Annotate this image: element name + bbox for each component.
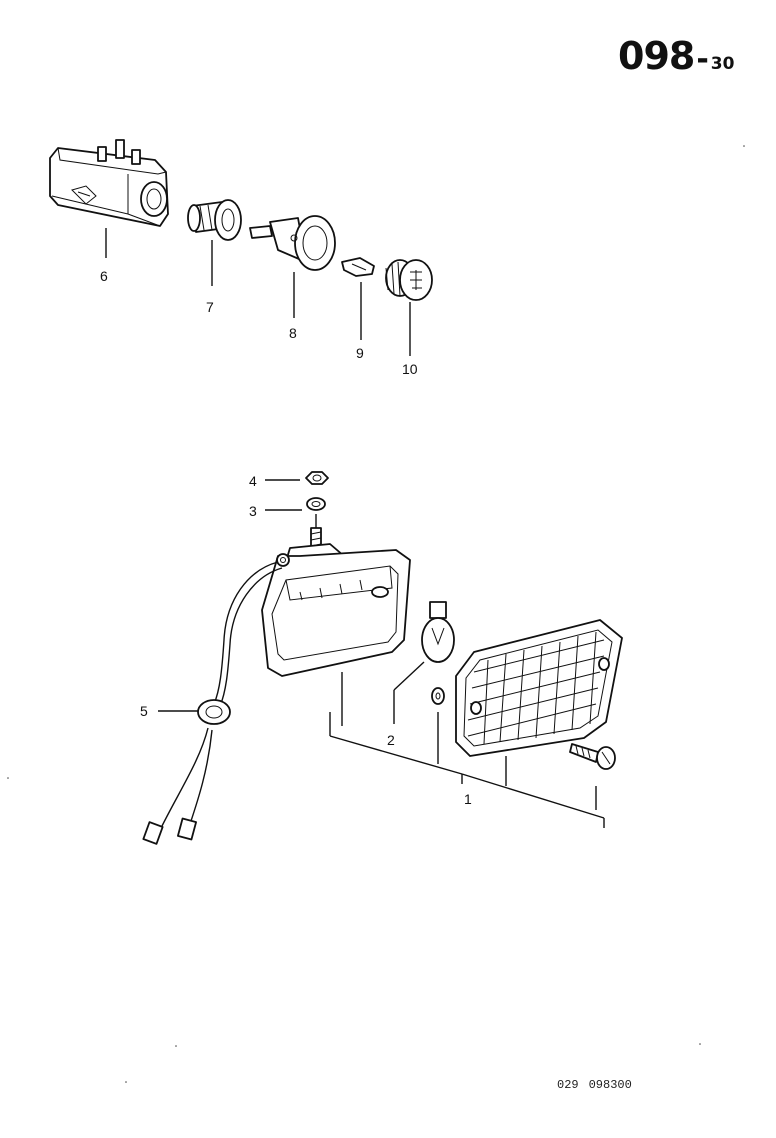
lens-screw	[569, 743, 616, 770]
callout-6: 6	[100, 268, 108, 284]
callout-5: 5	[140, 703, 148, 719]
page-number-sub: 30	[710, 54, 735, 74]
part-7-socket-grommet	[187, 199, 242, 241]
part-4-nut	[305, 471, 329, 485]
part-2-bulb	[421, 601, 455, 663]
scan-specks	[7, 145, 745, 1083]
part-6-relay-box	[49, 139, 169, 227]
callout-4: 4	[249, 473, 257, 489]
assembly-bracket-1	[329, 672, 605, 828]
callout-9: 9	[356, 345, 364, 361]
leader-line-2-top	[393, 661, 425, 691]
callout-7: 7	[206, 299, 214, 315]
lamp-housing	[261, 514, 411, 677]
callout-2: 2	[387, 732, 395, 748]
callout-8: 8	[289, 325, 297, 341]
catalog-code: 029	[557, 1078, 579, 1092]
page-number-main: 098	[618, 34, 695, 78]
callout-3: 3	[249, 503, 257, 519]
lamp-lens	[455, 619, 623, 757]
callout-1: 1	[464, 791, 472, 807]
lens-gasket	[431, 687, 445, 705]
page-number-separator: -	[696, 42, 709, 77]
callout-10: 10	[402, 361, 418, 377]
part-8-bulb-holder	[249, 215, 336, 271]
page-number-header: 098-30	[618, 34, 734, 78]
wiring-harness	[142, 561, 283, 845]
catalog-reference: 029 098300	[557, 1078, 632, 1092]
part-5-cable-grommet	[197, 699, 231, 725]
part-10-socket-cap	[385, 259, 433, 301]
catalog-ref-number: 098300	[588, 1078, 632, 1092]
part-9-wedge-bulb	[341, 257, 375, 277]
part-3-lock-washer	[306, 497, 326, 511]
